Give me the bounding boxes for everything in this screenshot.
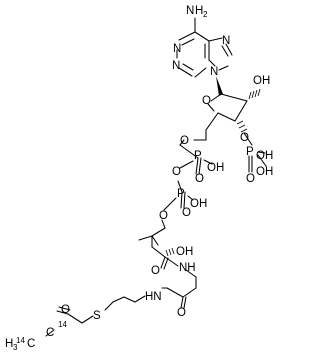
phosphate-3-oh2-label: OH [256,166,273,178]
phosphate-a-o-label: O [195,173,204,185]
phosphate-3-oh-label: OH [256,150,273,162]
bridge-o-label: O [172,166,181,178]
purine-n9-label: N [210,66,218,78]
amide-o1-label: O [151,265,160,277]
amide-nh-label: NH [179,262,196,274]
methyl-subscript: 3 [13,343,18,352]
amine-n-label: N [186,5,194,17]
phosphate-3-o-label: O [246,173,255,185]
isotope-14c-methyl-label: 14 [16,336,25,345]
phosphate-b-p-label: P [177,188,185,200]
amine-h-label: H [195,5,203,17]
phosphate-a-oh-label: OH [207,162,224,174]
ribose-ring-o-label: O [202,95,211,107]
atom-label-layer: N H 2 N N N N OH O O P OH O OH O P O OH … [5,5,273,352]
purine-n7-label: N [222,35,230,47]
carbonyl-c-label: C [46,327,54,339]
phosphate-a-p-label: P [194,150,202,162]
ribose-3-o-label: O [240,132,249,144]
molecular-structure-diagram: N H 2 N N N N OH O O P OH O OH O P O OH … [5,5,273,352]
sulfur-label: S [93,310,101,322]
pantoate-oh-label: OH [176,246,193,258]
amide-o2-label: O [177,307,186,319]
wedge-bond [216,76,223,96]
phosphate-b-oh-label: OH [190,198,207,210]
phosphate-b-o-label: O [182,207,191,219]
bond-layer [45,17,267,337]
methyl-c-label: C [27,338,35,350]
ester-o1-label: O [180,135,189,147]
thioester-o-label: O [61,304,70,316]
purine-n1-label: N [173,43,181,55]
phosphate-3-p-label: P [246,146,254,158]
ribose-2-oh-label: OH [253,75,270,87]
methyl-h-label: H [5,338,13,350]
amide-hn-label: HN [145,291,162,303]
amine-subscript: 2 [203,10,208,19]
purine-n3-label: N [172,60,180,72]
isotope-14c-label: 14 [58,320,67,329]
ester-o2-label: O [159,210,168,222]
